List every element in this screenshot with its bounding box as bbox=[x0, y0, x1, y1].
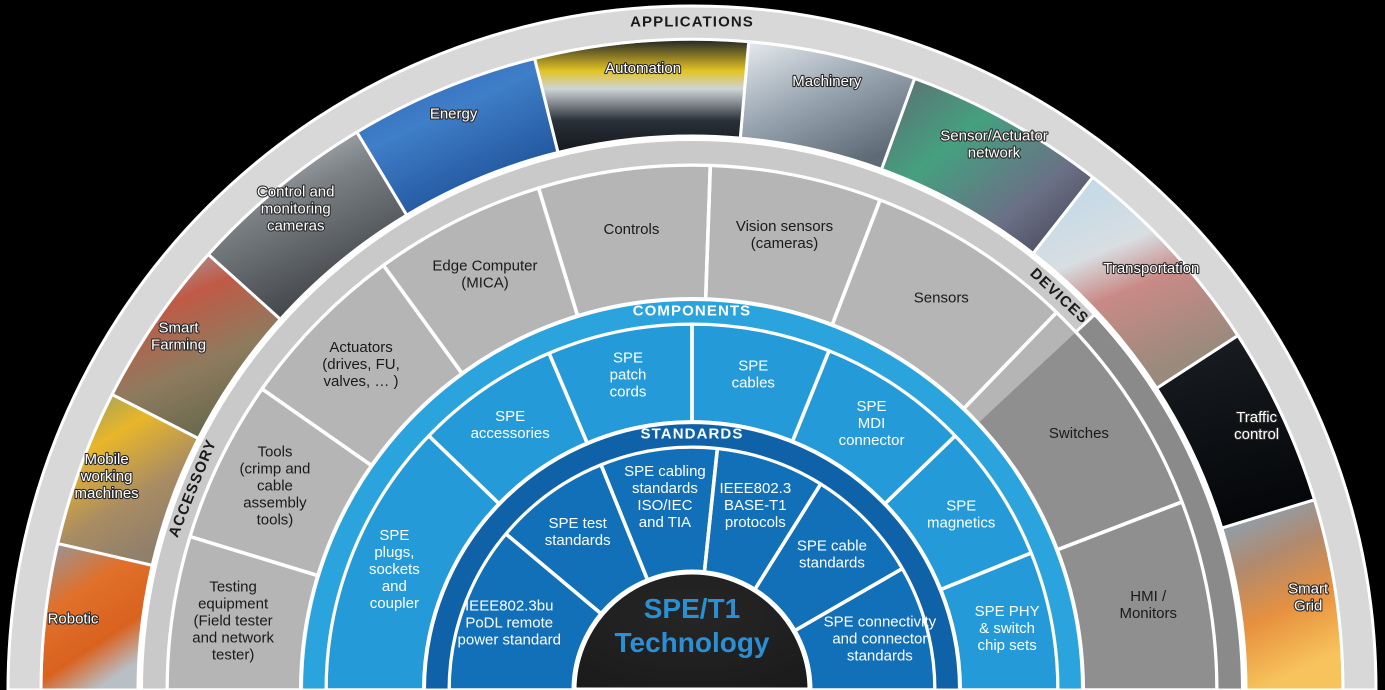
apps-inner-edge bbox=[139, 137, 1245, 690]
application-photo bbox=[532, 37, 751, 155]
hub-circle[interactable] bbox=[571, 569, 813, 690]
components-band-label: COMPONENTS bbox=[633, 302, 752, 319]
components-ring-plate bbox=[301, 299, 1083, 690]
devices-segment-label: Actuators(drives, FU,valves, … ) bbox=[322, 339, 400, 390]
applications-band-label: APPLICATIONS bbox=[630, 13, 754, 30]
accessory-ring-plate bbox=[977, 314, 1243, 690]
application-label: Transportation bbox=[1103, 260, 1199, 277]
applications-band bbox=[6, 4, 1378, 690]
devices-segment-label: Controls bbox=[604, 221, 660, 238]
components-inner-edge bbox=[422, 420, 962, 690]
devices-segment-label: HMI /Monitors bbox=[1119, 588, 1177, 622]
devices-inner-edge bbox=[299, 297, 1085, 690]
devices-ring-plate bbox=[141, 139, 1243, 690]
standards-band-label: STANDARDS bbox=[641, 425, 744, 442]
devices-segment-label: Sensors bbox=[914, 290, 969, 307]
devices-segment-label: Switches bbox=[1049, 425, 1109, 442]
application-label: Energy bbox=[430, 105, 478, 122]
application-label: Automation bbox=[605, 60, 681, 77]
application-label: Machinery bbox=[792, 73, 862, 90]
application-tile[interactable] bbox=[532, 37, 751, 155]
application-label: Robotic bbox=[48, 610, 99, 627]
devices-segment-label: Edge Computer(MICA) bbox=[432, 257, 537, 291]
devices-segment-label: Vision sensors(cameras) bbox=[736, 218, 833, 252]
